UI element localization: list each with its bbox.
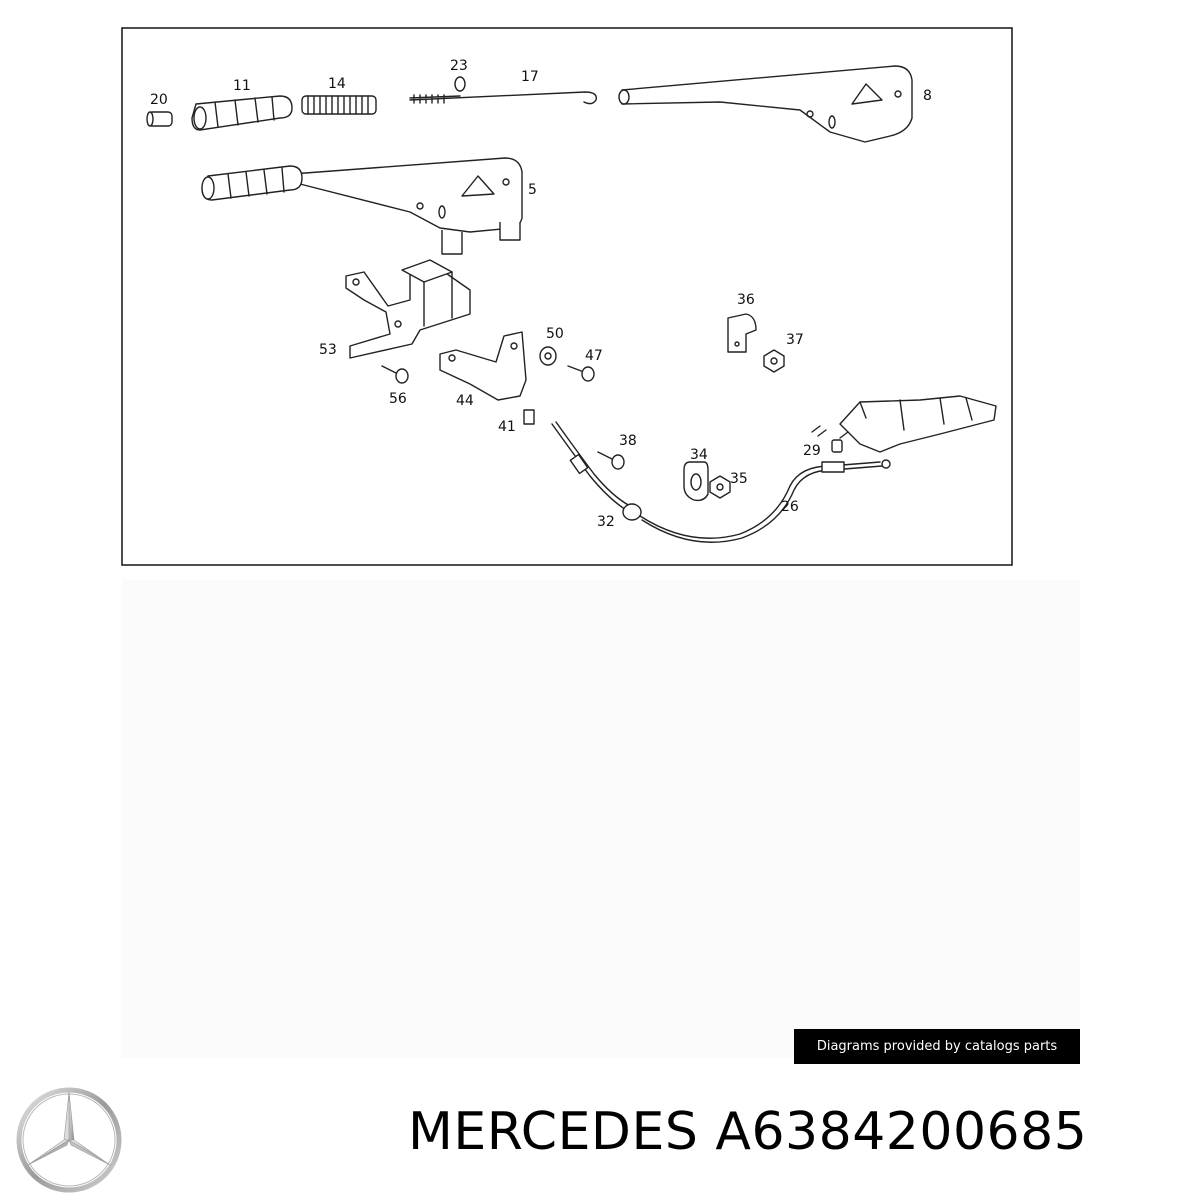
callout-53: 53 <box>319 342 337 358</box>
part-50-washer <box>539 346 557 366</box>
part-5-lever-assembly <box>201 157 523 255</box>
callout-38: 38 <box>619 433 637 449</box>
callout-35: 35 <box>730 471 748 487</box>
part-23-washer <box>454 76 466 92</box>
part-26-cable <box>639 459 891 543</box>
callout-17: 17 <box>521 69 539 85</box>
callout-5: 5 <box>528 182 537 198</box>
callout-44: 44 <box>456 393 474 409</box>
callout-26: 26 <box>781 499 799 515</box>
part-32-cable-end <box>551 421 642 521</box>
part-44-bracket <box>439 331 527 401</box>
callout-32: 32 <box>597 514 615 530</box>
part-34-clamp <box>683 461 709 502</box>
callout-20: 20 <box>150 92 168 108</box>
part-37-nut <box>763 349 785 373</box>
callout-11: 11 <box>233 78 251 94</box>
part-53-bracket <box>345 259 471 359</box>
part-41-clip <box>523 409 535 425</box>
callout-29: 29 <box>803 443 821 459</box>
part-20-sleeve <box>146 111 173 127</box>
brand-part-number-heading: MERCEDES A6384200685 <box>408 1106 1087 1158</box>
brand-name: MERCEDES <box>408 1102 699 1162</box>
callout-23: 23 <box>450 58 468 74</box>
callout-36: 36 <box>737 292 755 308</box>
part-8-lever <box>618 65 913 143</box>
part-number: A6384200685 <box>715 1102 1088 1162</box>
callout-41: 41 <box>498 419 516 435</box>
callout-37: 37 <box>786 332 804 348</box>
part-35-nut <box>709 475 731 499</box>
part-17-rod <box>409 91 597 105</box>
part-38-bolt <box>597 451 625 470</box>
callout-14: 14 <box>328 76 346 92</box>
part-29-bushing <box>831 439 843 453</box>
callout-34: 34 <box>690 447 708 463</box>
part-14-spring <box>301 95 377 115</box>
mercedes-star-icon <box>16 1087 122 1193</box>
parts-diagram: 20 11 14 23 17 8 5 36 37 50 47 53 56 44 … <box>121 27 1013 566</box>
callout-56: 56 <box>389 391 407 407</box>
part-36-clip <box>727 313 757 353</box>
diagram-credit-banner: Diagrams provided by catalogs parts <box>794 1029 1080 1064</box>
rear-bracket-assembly <box>811 395 997 453</box>
diagram-background-panel <box>122 580 1080 1058</box>
part-47-bolt <box>567 365 595 382</box>
part-56-bolt <box>381 365 409 384</box>
callout-8: 8 <box>923 88 932 104</box>
callout-50: 50 <box>546 326 564 342</box>
callout-47: 47 <box>585 348 603 364</box>
part-11-grip <box>191 95 293 131</box>
